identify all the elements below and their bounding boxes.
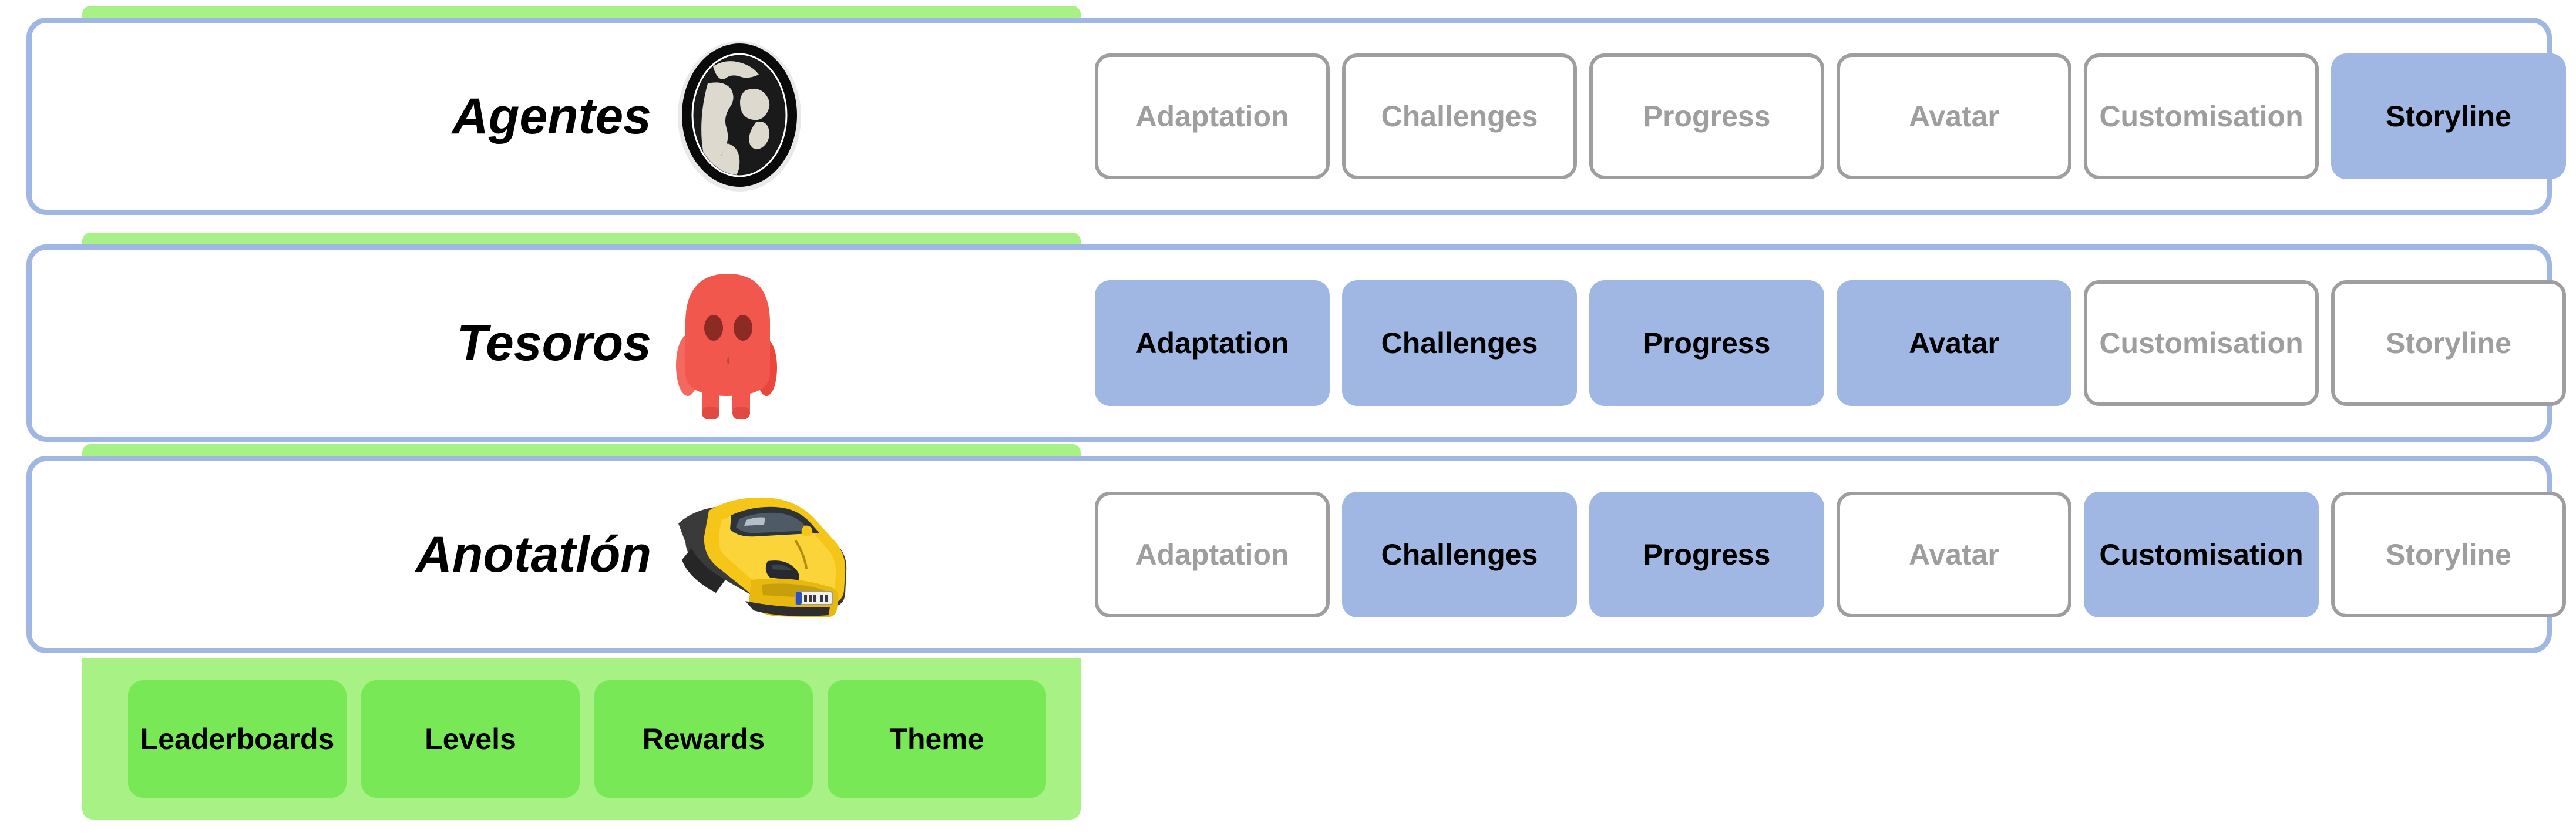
option-button-progress[interactable]: Progress bbox=[1589, 280, 1824, 406]
row-title-agentes: Agentes bbox=[452, 88, 651, 145]
yellow-sportscar-icon bbox=[657, 487, 851, 622]
row-avatar-tesoros bbox=[657, 258, 851, 428]
option-button-adaptation[interactable]: Adaptation bbox=[1095, 280, 1330, 406]
option-button-storyline[interactable]: Storyline bbox=[2331, 280, 2566, 406]
row-identity-anotatlon: Anotatlón bbox=[32, 461, 1095, 648]
red-creature-icon bbox=[657, 267, 810, 419]
row-buttons-agentes: Adaptation Challenges Progress Avatar Cu… bbox=[1095, 23, 2566, 210]
option-button-progress[interactable]: Progress bbox=[1589, 492, 1824, 617]
row-identity-tesoros: Tesoros bbox=[32, 250, 1095, 437]
row-buttons-anotatlon: Adaptation Challenges Progress Avatar Cu… bbox=[1095, 461, 2566, 648]
row-avatar-agentes bbox=[657, 31, 851, 202]
shared-button-theme[interactable]: Theme bbox=[828, 680, 1046, 798]
option-button-avatar[interactable]: Avatar bbox=[1837, 492, 2071, 617]
row-title-anotatlon: Anotatlón bbox=[415, 526, 651, 583]
option-button-avatar[interactable]: Avatar bbox=[1837, 53, 2071, 179]
globe-icon bbox=[657, 34, 822, 199]
game-row-tesoros: Tesoros bbox=[26, 244, 2566, 442]
option-button-storyline[interactable]: Storyline bbox=[2331, 53, 2566, 179]
option-button-challenges[interactable]: Challenges bbox=[1342, 280, 1577, 406]
option-button-adaptation[interactable]: Adaptation bbox=[1095, 53, 1330, 179]
shared-button-rewards[interactable]: Rewards bbox=[594, 680, 813, 798]
option-button-avatar[interactable]: Avatar bbox=[1837, 280, 2071, 406]
row-title-tesoros: Tesoros bbox=[456, 314, 651, 371]
option-button-storyline[interactable]: Storyline bbox=[2331, 492, 2566, 617]
row-buttons-tesoros: Adaptation Challenges Progress Avatar Cu… bbox=[1095, 250, 2566, 437]
option-button-customisation[interactable]: Customisation bbox=[2084, 280, 2319, 406]
option-button-progress[interactable]: Progress bbox=[1589, 53, 1824, 179]
game-row-agentes: Agentes bbox=[26, 18, 2566, 215]
shared-button-leaderboards[interactable]: Leaderboards bbox=[128, 680, 347, 798]
option-button-customisation[interactable]: Customisation bbox=[2084, 53, 2319, 179]
shared-button-levels[interactable]: Levels bbox=[361, 680, 580, 798]
option-button-challenges[interactable]: Challenges bbox=[1342, 492, 1577, 617]
option-button-adaptation[interactable]: Adaptation bbox=[1095, 492, 1330, 617]
option-button-customisation[interactable]: Customisation bbox=[2084, 492, 2319, 617]
shared-features-panel: Leaderboards Levels Rewards Theme bbox=[82, 658, 1081, 820]
row-identity-agentes: Agentes bbox=[32, 23, 1095, 210]
row-avatar-anotatlon bbox=[657, 469, 851, 640]
game-row-anotatlon: Anotatlón bbox=[26, 456, 2566, 653]
option-button-challenges[interactable]: Challenges bbox=[1342, 53, 1577, 179]
